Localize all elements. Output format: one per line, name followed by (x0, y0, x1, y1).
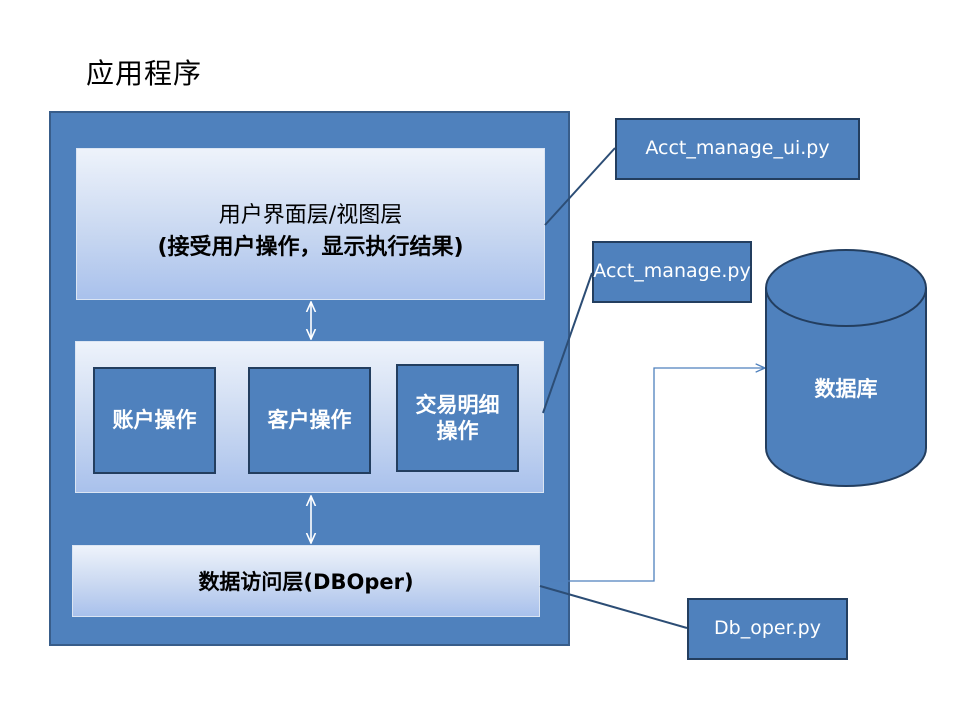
dataaccess-to-database-arrow (541, 368, 765, 582)
ui-layer-title: 用户界面层/视图层 (218, 203, 403, 228)
business-file-box: Acct_manage.py (592, 241, 752, 303)
ui-layer: 用户界面层/视图层 (接受用户操作，显示执行结果) (76, 148, 545, 300)
business-file-connector (542, 272, 593, 414)
customer-operation-box: 客户操作 (248, 367, 371, 474)
ui-layer-description: (接受用户操作，显示执行结果) (157, 235, 464, 260)
db-file-connector (539, 585, 688, 629)
ui-file-box: Acct_manage_ui.py (615, 118, 860, 180)
ui-file-connector (544, 147, 616, 226)
database-label: 数据库 (814, 377, 878, 401)
transaction-detail-operation-box: 交易明细操作 (396, 364, 519, 472)
db-file-box: Db_oper.py (687, 598, 848, 660)
database-cylinder (765, 249, 927, 487)
diagram-title: 应用程序 (86, 57, 203, 90)
data-access-layer: 数据访问层(DBOper) (72, 545, 540, 617)
account-operation-box: 账户操作 (93, 367, 216, 474)
data-access-layer-label: 数据访问层(DBOper) (198, 570, 414, 594)
